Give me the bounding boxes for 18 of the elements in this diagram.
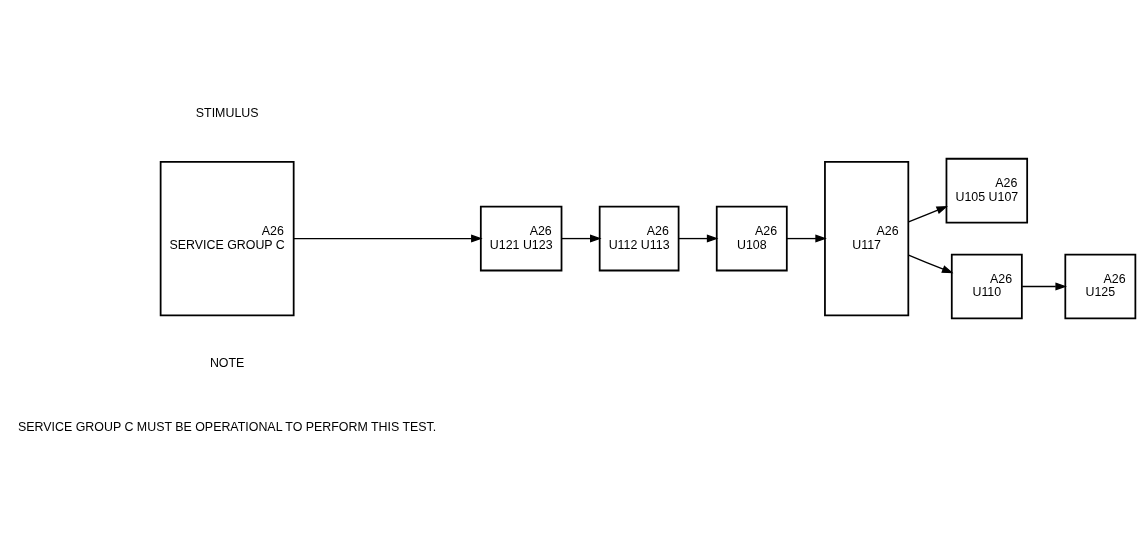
arrow (1021, 282, 1067, 291)
arrow (293, 234, 483, 243)
arrow (907, 254, 954, 274)
node-box: A26 U125 (1064, 253, 1137, 320)
node-box: A26 U121 U123 (479, 205, 563, 272)
node-box: A26 SERVICE GROUP C (159, 160, 295, 317)
label: SERVICE GROUP C MUST BE OPERATIONAL TO PERFORM THIS TEST. (18, 419, 437, 434)
node-box: A26 U112 U113 (598, 205, 680, 272)
label: NOTE (209, 355, 245, 370)
node-box: A26 U110 (950, 253, 1023, 320)
label: STIMULUS (195, 105, 259, 120)
arrow (561, 234, 602, 243)
node-box: A26 U108 (715, 205, 788, 272)
arrow (907, 206, 948, 223)
arrow (786, 234, 827, 243)
arrow (678, 234, 719, 243)
node-box: A26 U105 U107 (945, 157, 1029, 224)
node-box: A26 U117 (824, 160, 910, 317)
